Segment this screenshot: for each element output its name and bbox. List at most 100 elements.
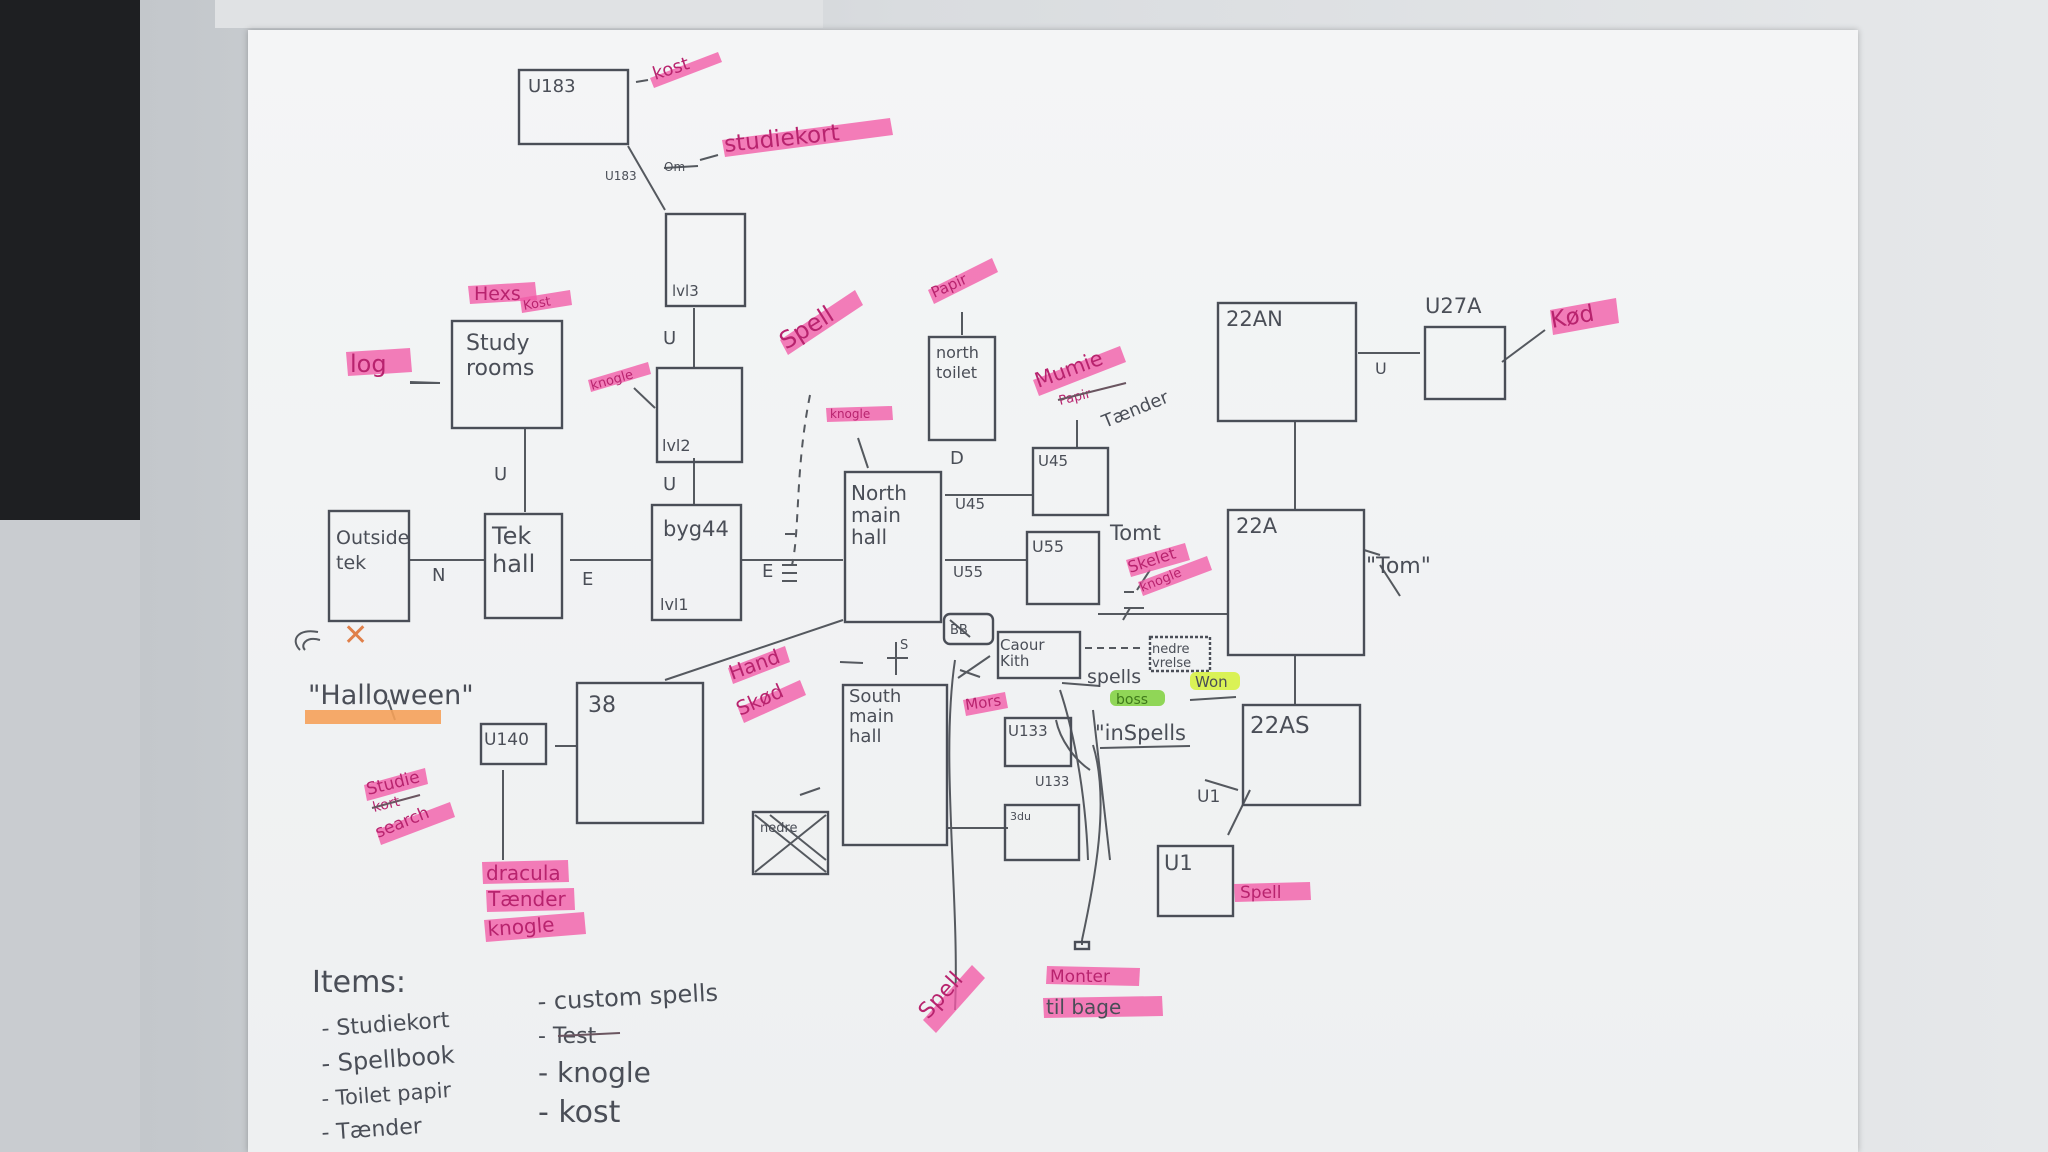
svg-text:Mors: Mors <box>964 691 1002 714</box>
svg-text:toilet: toilet <box>936 363 977 382</box>
conn-u-22an: U <box>1375 359 1387 378</box>
background-paper-top <box>215 0 823 28</box>
svg-text:boss: boss <box>1116 692 1148 708</box>
note-monter: Monter til bage <box>1043 966 1163 1019</box>
svg-text:knogle: knogle <box>830 407 870 421</box>
room-u133-label: U133 <box>1008 722 1048 740</box>
note-spell-bottom: Spell <box>914 965 985 1033</box>
paper-sheet <box>248 30 1858 1152</box>
note-tom-22a: "Tom" <box>1366 554 1431 579</box>
note-kost-top: kost <box>635 52 722 88</box>
note-hexs: Hexs Kost <box>468 282 572 314</box>
svg-text:Tænder: Tænder <box>1098 387 1172 433</box>
room-u27a: U27A <box>1423 294 1507 401</box>
svg-text:Tomt: Tomt <box>1109 521 1161 545</box>
svg-text:vrelse: vrelse <box>1152 656 1191 671</box>
room-byg44-label: byg44 <box>663 517 729 541</box>
room-north-toilet-label: north <box>936 343 979 362</box>
svg-text:Tænder: Tænder <box>487 887 567 911</box>
note-kod: Kød <box>1549 298 1619 335</box>
room-lvl1-label: lvl1 <box>660 595 689 614</box>
room-u140-label: U140 <box>484 730 529 750</box>
svg-text:Spell: Spell <box>1240 883 1282 903</box>
svg-text:"inSpells: "inSpells <box>1095 721 1186 745</box>
room-north-main-hall-label: North <box>851 481 907 505</box>
room-22a-label: 22A <box>1236 514 1278 538</box>
room-byg44: byg44 lvl1 <box>650 503 743 622</box>
svg-text:Om: Om <box>664 160 685 174</box>
svg-text:til bage: til bage <box>1046 995 1121 1019</box>
room-u140: U140 <box>479 722 548 766</box>
item-kost: - kost <box>538 1095 621 1130</box>
svg-text:Won: Won <box>1195 673 1228 691</box>
note-mors: Mors <box>963 691 1008 716</box>
note-halloween: ✕ "Halloween" <box>294 618 474 724</box>
room-lvl3-label: lvl3 <box>672 282 699 300</box>
room-u27a-label: U27A <box>1425 294 1482 318</box>
svg-text:Monter: Monter <box>1050 967 1110 987</box>
rooms: U183 lvl3 lvl2 Study rooms Outside tek T… <box>327 68 1507 918</box>
conn-s: S <box>900 638 908 653</box>
conn-u1: U1 <box>1197 787 1220 807</box>
room-north-toilet: north toilet <box>927 335 997 442</box>
svg-text:hall: hall <box>849 726 881 747</box>
item-spellbook: - Spellbook <box>320 1041 455 1078</box>
room-tek-hall: Tek hall <box>483 512 564 620</box>
room-study-rooms-label: Study <box>466 331 530 356</box>
room-u133b: U133 3du <box>1003 775 1081 862</box>
item-knogle: - knogle <box>538 1056 651 1089</box>
room-u55: U55 <box>1025 530 1101 606</box>
room-study-rooms: Study rooms <box>450 319 564 430</box>
room-lvl2: lvl2 <box>655 366 744 464</box>
svg-text:hall: hall <box>492 550 535 578</box>
note-dracula: dracula Tænder knogle <box>482 860 586 942</box>
note-knogle-north: knogle <box>826 406 893 469</box>
svg-text:spells: spells <box>1087 666 1141 688</box>
svg-text:Papir: Papir <box>1057 386 1093 409</box>
svg-text:Kith: Kith <box>1000 652 1029 670</box>
svg-text:"Halloween": "Halloween" <box>308 680 474 711</box>
svg-text:rooms: rooms <box>466 356 534 381</box>
svg-text:Papir: Papir <box>928 270 970 302</box>
note-tomt: Tomt Skelet knogle <box>1109 521 1212 596</box>
conn-d: D <box>950 448 964 469</box>
room-u133b-label: U133 <box>1035 775 1069 790</box>
svg-text:main: main <box>849 706 894 727</box>
room-bb-label: BB <box>950 623 968 638</box>
svg-text:tek: tek <box>336 552 366 574</box>
room-u45: U45 <box>1031 446 1110 517</box>
note-studiekort: studiekort <box>722 118 893 158</box>
items-heading: Items: <box>312 965 406 1000</box>
room-north-main-hall: North main hall <box>843 470 943 624</box>
room-south-main-hall-label: South <box>849 686 901 707</box>
room-u133: U133 <box>1003 716 1073 768</box>
room-22an: 22AN <box>1216 301 1358 423</box>
svg-text:knogle: knogle <box>487 912 556 941</box>
room-caour-kith: Caour Kith <box>996 630 1082 680</box>
room-nedre-label: nedre <box>1152 642 1190 657</box>
conn-u45: U45 <box>955 495 985 513</box>
room-u183-label: U183 <box>528 76 576 97</box>
connector-labels: U183 Om U U U N E E D U45 U55 U S U1 <box>432 160 1387 807</box>
conn-e1: E <box>582 569 593 590</box>
note-spell-u1: Spell <box>1234 882 1311 903</box>
svg-text:log: log <box>350 350 387 378</box>
room-u45-label: U45 <box>1038 452 1068 470</box>
halloween-x-mark: ✕ <box>343 618 368 653</box>
room-lvl2-label: lvl2 <box>662 436 691 455</box>
conn-n: N <box>432 565 445 586</box>
connections <box>387 145 1546 1011</box>
background-dark-object <box>0 0 140 520</box>
room-38: 38 <box>575 681 705 825</box>
item-tander: - Tænder <box>321 1114 424 1146</box>
item-studiekort: - Studiekort <box>321 1008 451 1042</box>
item-custom-spells: - custom spells <box>537 979 719 1016</box>
item-toilet-papir: - Toilet papir <box>321 1078 453 1111</box>
svg-text:3du: 3du <box>1010 810 1031 823</box>
room-bb: BB <box>942 612 995 646</box>
room-tek-hall-label: Tek <box>491 522 531 550</box>
room-u1-label: U1 <box>1164 851 1193 875</box>
room-22a: 22A <box>1226 508 1366 657</box>
conn-u55: U55 <box>953 563 983 581</box>
